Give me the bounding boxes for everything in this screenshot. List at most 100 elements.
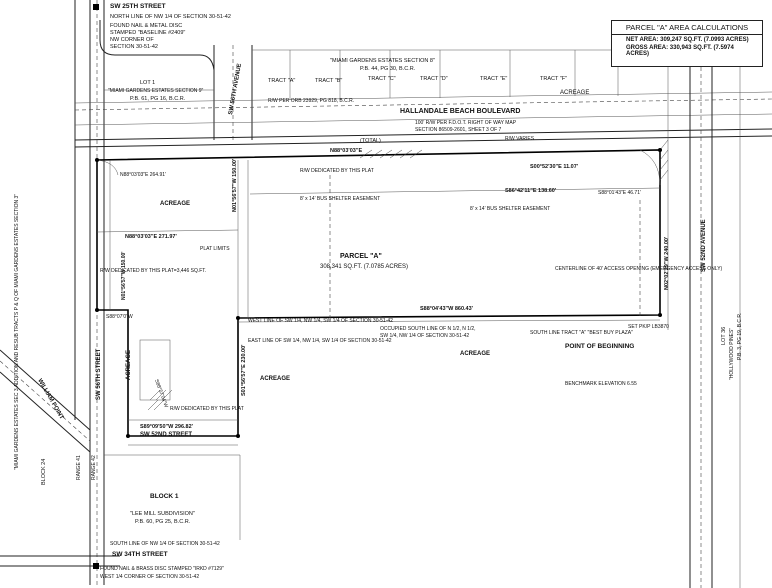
south-line-label: SOUTH LINE OF NW 1/4 OF SECTION 30-51-42: [110, 541, 220, 547]
tract-c-label: TRACT "C": [368, 76, 396, 82]
fdot-label: 100' R/W PER F.D.O.T. RIGHT OF WAY MAP: [415, 120, 517, 126]
bearing-b8: S86°42'11"E 138.60': [505, 188, 557, 194]
area-calculations-table: PARCEL "A" AREA CALCULATIONS NET AREA: 3…: [611, 20, 763, 67]
lee-mill-pb-label: P.B. 60, PG 25, B.C.R.: [135, 519, 191, 525]
interior-line: [96, 229, 239, 233]
street-sw52st: SW 52ND STREET: [140, 432, 192, 438]
bearing-b2: N88°03'03"E 264.91': [120, 172, 166, 178]
acreage-rot: ACREAGE: [126, 350, 132, 380]
hatch-area: [359, 139, 669, 181]
street-sw34: SW 34TH STREET: [112, 551, 168, 558]
street-sw52ave: SW 52ND AVENUE: [701, 219, 707, 272]
curve: [96, 159, 119, 176]
section-label: SECTION 30-51-42: [110, 44, 158, 50]
stamped-label: STAMPED "BASELINE #2409": [110, 30, 185, 36]
subdivision-line: [99, 20, 215, 71]
east-line-label: EAST LINE OF SW 1/4, NW 1/4, SW 1/4 OF S…: [248, 338, 392, 344]
found-nail-label: FOUND NAIL & METAL DISC: [110, 23, 182, 29]
range41-label: RANGE 41: [76, 455, 82, 480]
bearing-b5: N01°56'57"W 150.00': [232, 158, 238, 212]
bearing-b10: S89°09'50"W 296.82': [140, 424, 194, 430]
tract-f-label: TRACT "F": [540, 76, 567, 82]
tract-b-label: TRACT "B": [315, 78, 342, 84]
hollywood-pb-label: P.B. 3, PG 19, B.C.R.: [737, 313, 743, 360]
hollywood-label: "HOLLYWOOD PINES": [729, 328, 735, 380]
west-line-label: WEST LINE OF SW 1/4, NW 1/4, SW 1/4 OF S…: [248, 318, 393, 324]
acreage-label-mid: ACREAGE: [160, 201, 190, 207]
road-line: [74, 113, 772, 126]
rw-dedicated-lower: R/W DEDICATED BY THIS PLAT: [170, 406, 244, 412]
street-sw56st: SW 56TH STREET: [96, 348, 102, 400]
bearing-b7: N02°02'29"W 240.00': [664, 236, 670, 290]
block24-label: BLOCK 24: [41, 459, 47, 485]
lot1-label: LOT 1: [140, 80, 155, 86]
road-centerline: [0, 360, 91, 442]
monument-marker: [93, 4, 662, 569]
found-nail-bottom: FOUND NAIL & BRASS DISC STAMPED "IRKD #7…: [100, 566, 224, 572]
road-line: [74, 128, 772, 141]
tract-d-label: TRACT "D": [420, 76, 448, 82]
block1-label: BLOCK 1: [150, 493, 179, 500]
tract-e-label: TRACT "E": [480, 76, 507, 82]
acreage-label-top: ACREAGE: [560, 90, 589, 96]
bearing-b9: S00°52'30"E 11.07': [530, 164, 579, 170]
street-william-point: WILLIAM POINT: [36, 378, 64, 421]
mg-addition-label: "MIAMI GARDENS ESTATES SEC 3 ADDITION AN…: [14, 194, 20, 470]
mg8-label: "MIAMI GARDENS ESTATES SECTION 8": [330, 58, 435, 64]
acreage-label-south: ACREAGE: [260, 376, 290, 382]
range42-label: RANGE 42: [91, 455, 97, 480]
road-line: [74, 135, 772, 148]
street-hallandale: HALLANDALE BEACH BOULEVARD: [400, 108, 520, 115]
total-label: (TOTAL): [360, 138, 381, 144]
mg9-pb-label: P.B. 61, PG 16, B.C.R.: [130, 96, 186, 102]
bearing-b13: S88°57'04"W: [153, 379, 169, 409]
bus-easement-label-2: 8' x 14' BUS SHELTER EASEMENT: [470, 206, 550, 212]
occupied-label: OCCUPIED SOUTH LINE OF N 1/2, N 1/2,: [380, 326, 476, 332]
nw-line-label: NORTH LINE OF NW 1/4 OF SECTION 30-51-42: [110, 14, 231, 20]
gross-area: GROSS AREA: 330,943 SQ.FT. (7.5974 ACRES…: [626, 45, 734, 57]
bearing-b1: N88°03'03"E: [330, 148, 362, 154]
nw-corner-label: NW CORNER OF: [110, 37, 154, 43]
plat-limits-label: PLAT LIMITS: [200, 246, 230, 252]
fdot-sect-label: SECTION 86509-2601, SHEET 3 OF 7: [415, 127, 502, 133]
lot-block: [139, 339, 171, 401]
hatch-area: [147, 389, 173, 411]
road-line: [0, 371, 91, 453]
bearing-b11: N01°56'57"W 150.00': [121, 252, 127, 300]
bearing-b3: N88°03'03"E 271.97': [125, 234, 177, 240]
lee-mill-label: "LEE MILL SUBDIVISION": [130, 511, 195, 517]
road-line: [74, 91, 772, 104]
rw-per-orb-label: R/W PER ORB 23929, PG 818, B.C.R.: [268, 98, 354, 104]
road-line: [0, 349, 91, 431]
bench-label: BENCHMARK ELEVATION 6.55: [565, 381, 637, 387]
street-sw25: SW 25TH STREET: [110, 3, 166, 10]
south-line: [237, 319, 661, 323]
rw-dedicated-label: R/W DEDICATED BY THIS PLAT: [300, 168, 374, 174]
area-table-title: PARCEL "A" AREA CALCULATIONS: [612, 21, 762, 35]
mg8-pb-label: P.B. 44, PG 30, B.C.R.: [360, 66, 416, 72]
rw-dedicated-sqft: R/W DEDICATED BY THIS PLAT=3,446 SQ.FT.: [100, 268, 206, 274]
parcel-a-area: 308,341 SQ.FT. (7.0785 ACRES): [320, 264, 408, 270]
easement-line: [249, 187, 661, 195]
pob-label: POINT OF BEGINNING: [565, 343, 634, 350]
access-opening-label: CENTERLINE OF 40' ACCESS OPENING (EMERGE…: [555, 266, 723, 272]
tract-a-label: TRACT "A": [268, 78, 295, 84]
occupied-label-2: SW 1/4, NW 1/4 OF SECTION 30-51-42: [380, 333, 469, 339]
street-sw56ave: SW 56TH AVENUE: [228, 63, 243, 115]
acreage-label-low: ACREAGE: [460, 351, 490, 357]
parcel-a-boundary: [96, 149, 661, 437]
curve: [639, 149, 661, 186]
best-buy-label: SOUTH LINE TRACT "A" "BEST BUY PLAZA": [530, 330, 633, 336]
set-pk-label: SET PK/P LB3870: [628, 324, 669, 330]
bearing-b4: S88°04'43"W 860.43': [420, 306, 474, 312]
rw-varies-label: R/W VARIES: [505, 136, 535, 142]
west-quarter-label: WEST 1/4 CORNER OF SECTION 30-51-42: [100, 574, 199, 580]
bus-easement-label: 8' x 14' BUS SHELTER EASEMENT: [300, 196, 380, 202]
mg9-label: "MIAMI GARDENS ESTATES SECTION 9": [108, 88, 204, 94]
bearing-b12: S88°01'43"E 46.71': [598, 190, 641, 196]
bearing-b14: S88°07'0"W: [106, 314, 133, 320]
parcel-a-label: PARCEL "A": [340, 253, 382, 260]
bearing-b6: S01°56'57"E 230.00': [241, 344, 247, 396]
